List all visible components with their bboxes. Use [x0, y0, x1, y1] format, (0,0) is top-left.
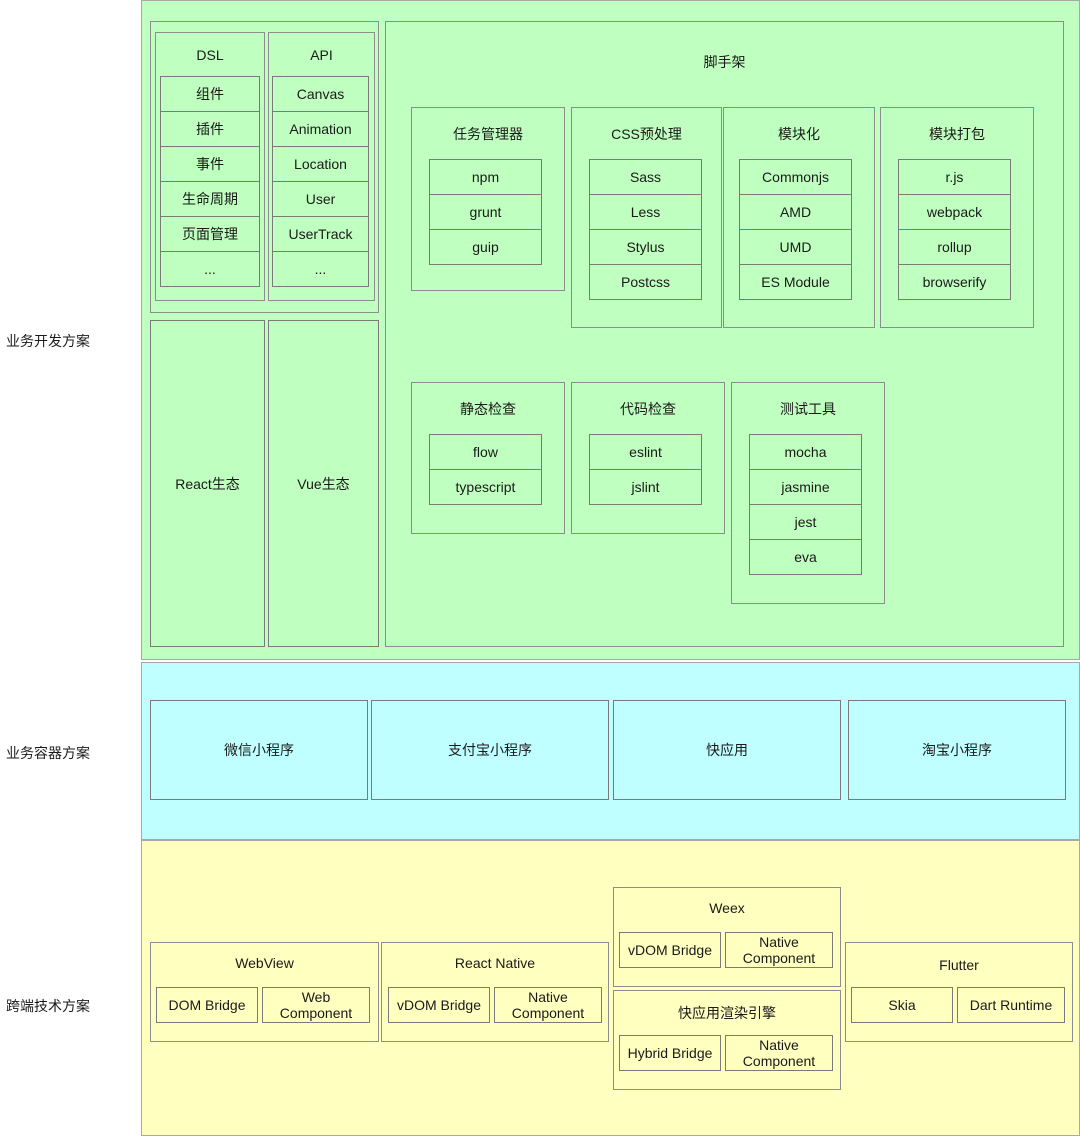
container-alipay: 支付宝小程序 [371, 700, 609, 800]
dsl-item: 页面管理 [160, 216, 260, 252]
flutter-skia: Skia [851, 987, 953, 1023]
scaffold-group: 脚手架 [385, 21, 1064, 647]
rn-vdom-bridge: vDOM Bridge [388, 987, 490, 1023]
test-tools-title: 测试工具 [780, 401, 836, 417]
quickapp-hybrid-bridge: Hybrid Bridge [619, 1035, 721, 1071]
module-bundling-item: r.js [898, 159, 1011, 195]
task-manager-title: 任务管理器 [453, 126, 523, 142]
row-label-cross: 跨端技术方案 [6, 998, 90, 1014]
css-preprocess-item: Postcss [589, 264, 702, 300]
test-tools-item: eva [749, 539, 862, 575]
module-bundling-item: webpack [898, 194, 1011, 230]
module-bundling-item: rollup [898, 229, 1011, 265]
modularization-item: Commonjs [739, 159, 852, 195]
webview-dom-bridge: DOM Bridge [156, 987, 258, 1023]
task-manager-item: grunt [429, 194, 542, 230]
container-quickapp: 快应用 [613, 700, 841, 800]
dsl-item: 插件 [160, 111, 260, 147]
container-wechat: 微信小程序 [150, 700, 368, 800]
code-check-item: jslint [589, 469, 702, 505]
css-preprocess-title: CSS预处理 [611, 126, 682, 142]
scaffold-title: 脚手架 [703, 54, 746, 70]
flutter-title: Flutter [939, 957, 979, 973]
modularization-title: 模块化 [778, 126, 820, 142]
api-item: Location [272, 146, 369, 182]
test-tools-item: jest [749, 504, 862, 540]
code-check-title: 代码检查 [620, 401, 676, 417]
rn-native-component: Native Component [494, 987, 602, 1023]
task-manager-item: npm [429, 159, 542, 195]
css-preprocess-item: Sass [589, 159, 702, 195]
css-preprocess-group: CSS预处理 [571, 107, 722, 328]
module-bundling-title: 模块打包 [929, 126, 985, 142]
module-bundling-group: 模块打包 [880, 107, 1034, 328]
dsl-column: DSL [155, 32, 265, 301]
css-preprocess-item: Stylus [589, 229, 702, 265]
static-check-item: flow [429, 434, 542, 470]
modularization-group: 模块化 [723, 107, 875, 328]
dsl-item: 组件 [160, 76, 260, 112]
static-check-item: typescript [429, 469, 542, 505]
dsl-title: DSL [196, 47, 224, 63]
webview-title: WebView [235, 955, 294, 971]
react-native-title: React Native [454, 955, 536, 971]
code-check-group: 代码检查 [571, 382, 725, 534]
row-label-dev: 业务开发方案 [6, 333, 90, 349]
dsl-item: 生命周期 [160, 181, 260, 217]
react-ecosystem: React生态 [150, 320, 265, 647]
dsl-api-group [150, 21, 379, 313]
static-check-group: 静态检查 [411, 382, 565, 534]
api-item: Animation [272, 111, 369, 147]
container-taobao: 淘宝小程序 [848, 700, 1066, 800]
quickapp-engine-title: 快应用渲染引擎 [678, 1005, 776, 1021]
module-bundling-item: browserify [898, 264, 1011, 300]
quickapp-native-component: Native Component [725, 1035, 833, 1071]
api-item: ... [272, 251, 369, 287]
api-column: API [268, 32, 375, 301]
test-tools-item: mocha [749, 434, 862, 470]
code-check-item: eslint [589, 434, 702, 470]
weex-vdom-bridge: vDOM Bridge [619, 932, 721, 968]
api-item: Canvas [272, 76, 369, 112]
api-item: UserTrack [272, 216, 369, 252]
flutter-dart-runtime: Dart Runtime [957, 987, 1065, 1023]
api-item: User [272, 181, 369, 217]
task-manager-group: 任务管理器 [411, 107, 565, 291]
webview-web-component: Web Component [262, 987, 370, 1023]
weex-title: Weex [709, 900, 745, 916]
static-check-title: 静态检查 [460, 401, 516, 417]
dsl-item: ... [160, 251, 260, 287]
weex-native-component: Native Component [725, 932, 833, 968]
test-tools-group: 测试工具 [731, 382, 885, 604]
modularization-item: UMD [739, 229, 852, 265]
task-manager-item: guip [429, 229, 542, 265]
vue-ecosystem: Vue生态 [268, 320, 379, 647]
css-preprocess-item: Less [589, 194, 702, 230]
dsl-item: 事件 [160, 146, 260, 182]
test-tools-item: jasmine [749, 469, 862, 505]
modularization-item: AMD [739, 194, 852, 230]
row-label-container: 业务容器方案 [6, 745, 90, 761]
api-title: API [310, 47, 333, 63]
modularization-item: ES Module [739, 264, 852, 300]
